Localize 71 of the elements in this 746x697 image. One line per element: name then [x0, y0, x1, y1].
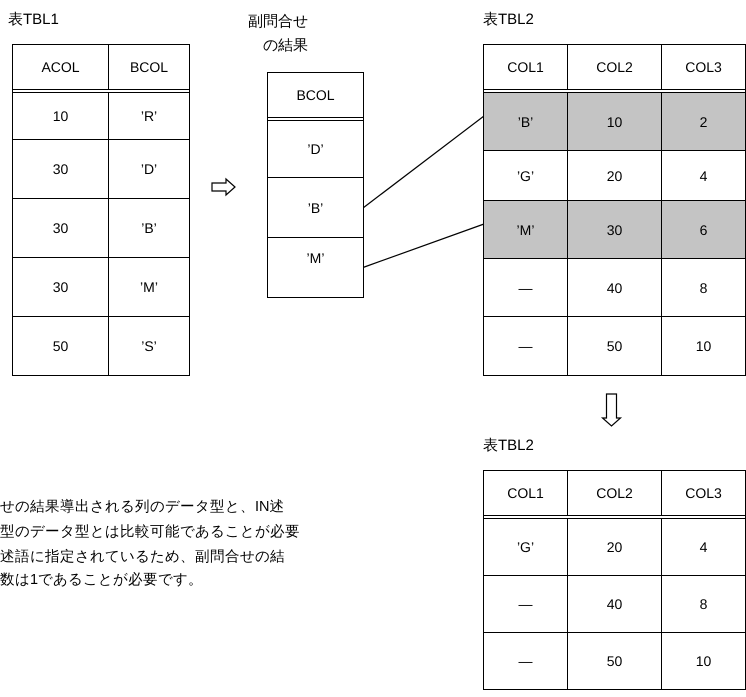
table-cell: ’B’ — [141, 220, 157, 236]
table-cell: — — [518, 653, 532, 669]
note-text: 述語に指定されているため、副問合せの結 — [0, 548, 285, 566]
note-text: 数は1であることが必要です。 — [0, 571, 204, 589]
block-arrow — [211, 178, 236, 196]
table-cell: COL1 — [507, 59, 544, 75]
table-cell: 2 — [700, 114, 708, 130]
table-cell: ’B’ — [518, 114, 534, 130]
table-cell: COL3 — [685, 59, 722, 75]
table-title: 表TBL2 — [483, 10, 535, 30]
table-cell: ’D’ — [140, 161, 158, 177]
table-cell: 4 — [700, 539, 708, 555]
table-cell: ’G’ — [516, 539, 534, 555]
table-cell: ’M’ — [306, 250, 324, 266]
table-cell: COL2 — [596, 485, 633, 501]
table-title: 表TBL2 — [483, 436, 535, 456]
header-row — [484, 45, 745, 93]
table-cell: 10 — [696, 653, 712, 669]
table-cell: 30 — [52, 220, 68, 236]
table-cell: ’M’ — [516, 222, 534, 238]
table-title: 表TBL1 — [8, 10, 60, 30]
block-arrow — [600, 393, 622, 427]
table-cell: — — [518, 280, 532, 296]
table-cell: 10 — [52, 108, 68, 124]
table-cell: 4 — [700, 168, 708, 184]
table-cell: 10 — [606, 114, 622, 130]
table-row — [484, 519, 745, 576]
table-row — [13, 199, 189, 258]
connector-line — [362, 116, 484, 208]
table-cell: ’R’ — [140, 108, 158, 124]
table-cell: ’B’ — [308, 200, 324, 216]
table-cell: COL2 — [596, 59, 633, 75]
table-row — [13, 140, 189, 199]
table-cell: ’D’ — [307, 141, 324, 157]
table-row — [484, 576, 745, 633]
table-cell: 30 — [606, 222, 622, 238]
table-cell: ’G’ — [516, 168, 534, 184]
table-cell: 8 — [700, 280, 708, 296]
table-cell: ’S’ — [141, 338, 157, 354]
table-cell: 6 — [700, 222, 708, 238]
table-cell: 30 — [52, 161, 68, 177]
highlighted-row — [484, 93, 745, 151]
table-cell: COL3 — [685, 485, 722, 501]
table-cell: 40 — [606, 596, 622, 612]
table-cell: BCOL — [296, 87, 335, 103]
table-cell: 10 — [696, 338, 712, 354]
table-row — [13, 93, 189, 140]
table-row — [484, 259, 745, 317]
table-cell: COL1 — [507, 485, 544, 501]
table-cell: 30 — [52, 279, 68, 295]
table-cell: 8 — [700, 596, 708, 612]
table-cell: BCOL — [130, 59, 168, 75]
table-cell: 50 — [606, 653, 622, 669]
connector-line — [362, 223, 484, 268]
table-cell: 40 — [606, 280, 622, 296]
table-title: 副問合せの結果 — [247, 12, 308, 56]
table-row — [484, 151, 745, 201]
table-cell: ACOL — [41, 59, 80, 75]
note-text: 型のデータ型とは比較可能であることが必要 — [0, 523, 300, 541]
table-cell: 50 — [606, 338, 622, 354]
table-cell: 20 — [606, 539, 622, 555]
table-cell: 50 — [52, 338, 68, 354]
note-text: せの結果導出される列のデータ型と、IN述 — [0, 498, 284, 516]
table-cell: — — [518, 596, 532, 612]
table-cell: 20 — [606, 168, 622, 184]
table-row — [13, 258, 189, 317]
table-cell: — — [518, 338, 532, 354]
header-row — [13, 45, 189, 93]
header-row — [484, 471, 745, 519]
table-cell: ’M’ — [140, 279, 158, 295]
highlighted-row — [484, 201, 745, 259]
